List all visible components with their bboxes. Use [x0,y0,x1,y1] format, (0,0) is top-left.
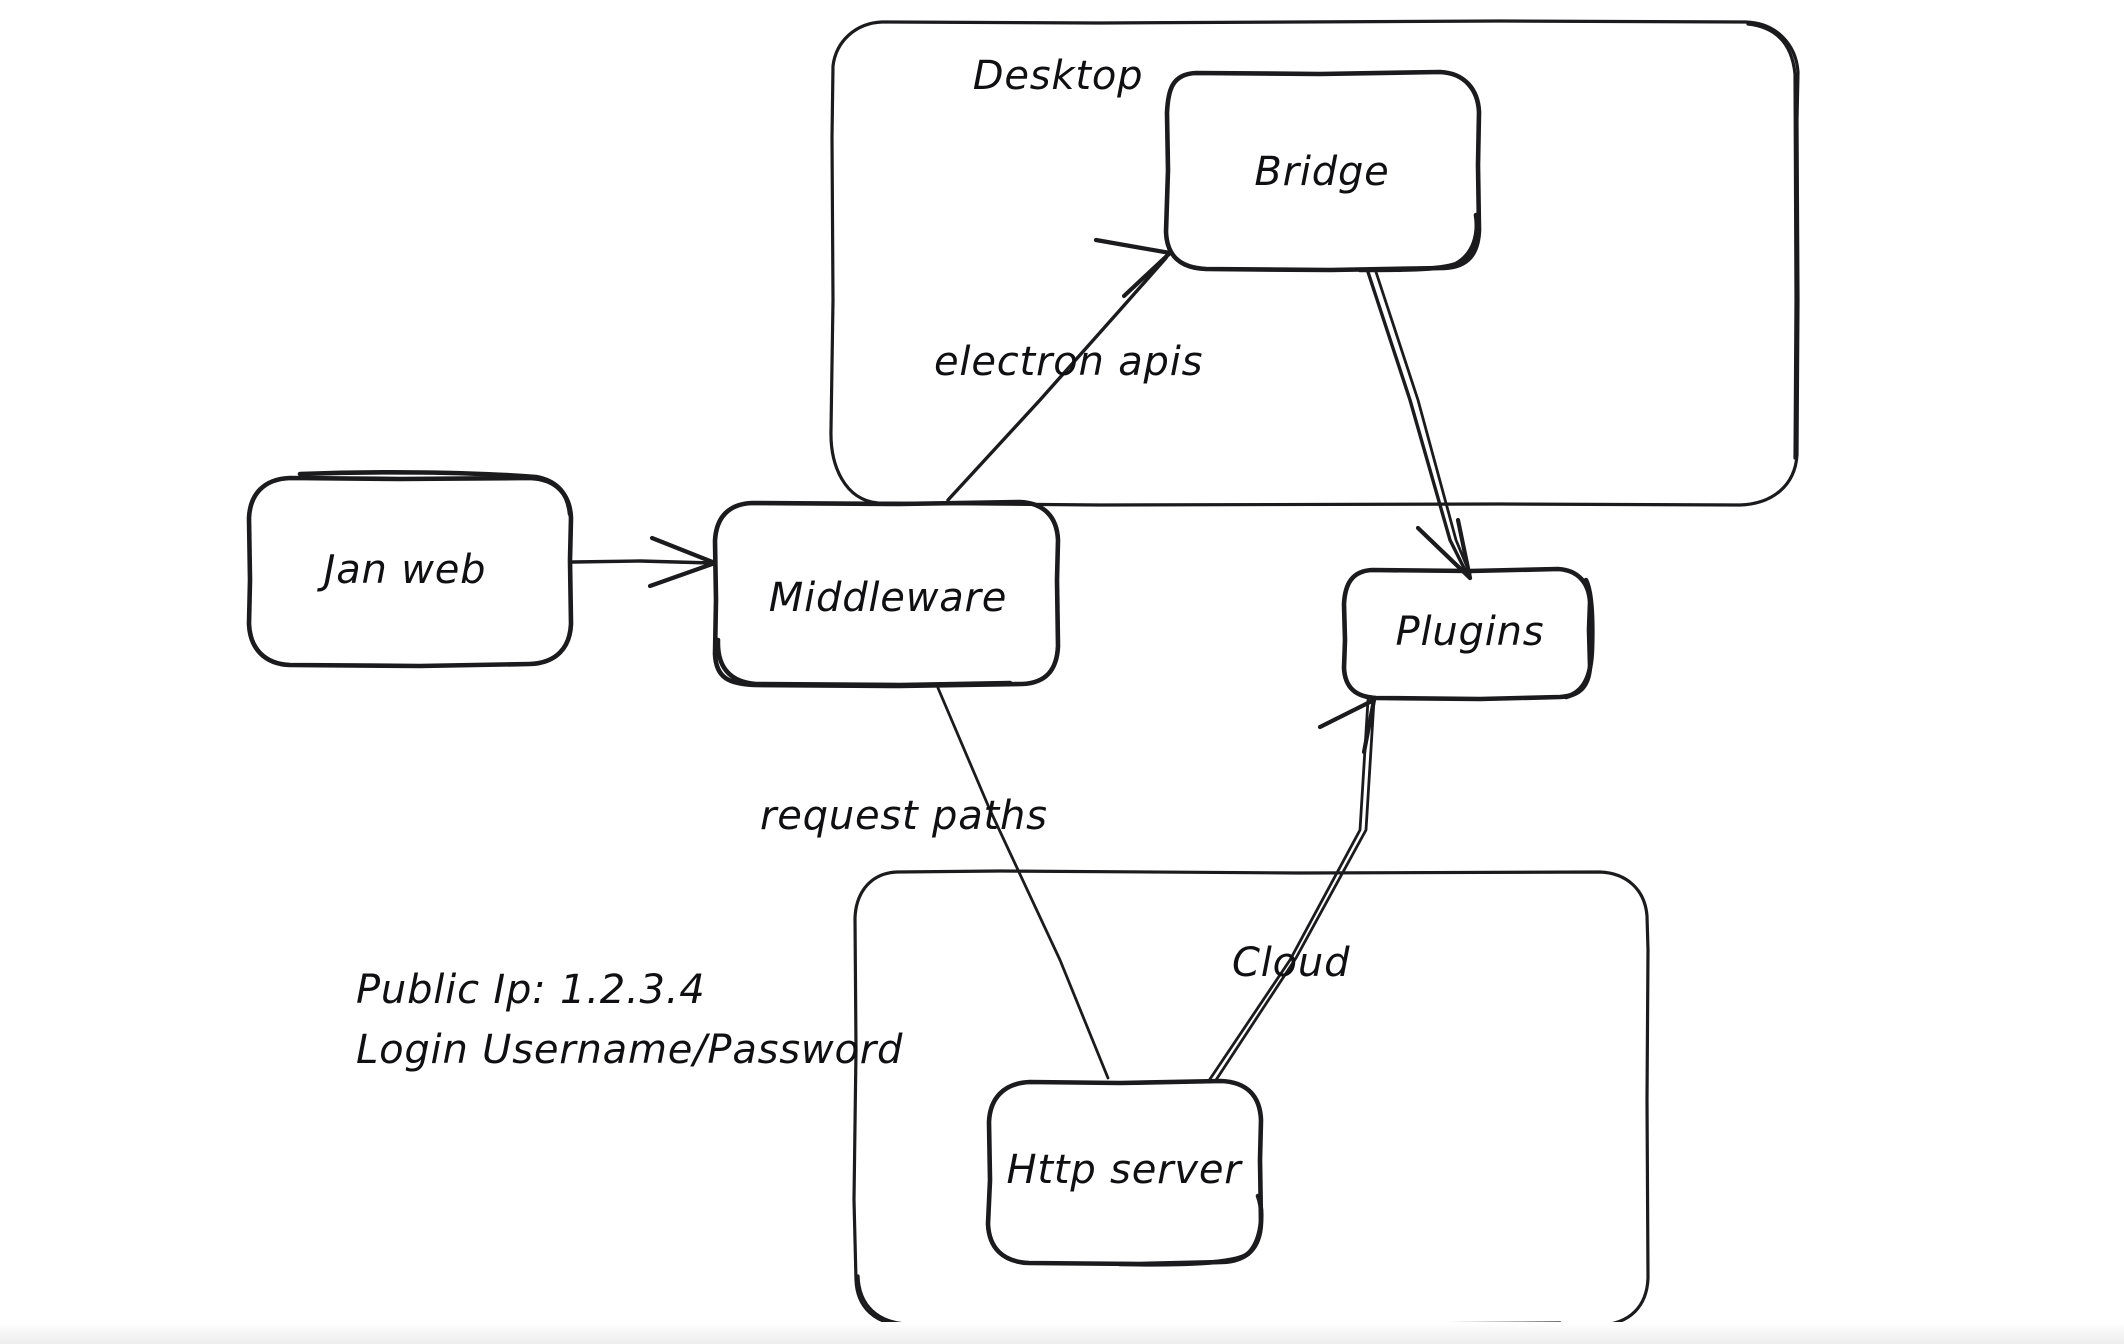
edge-3-line-double [1374,270,1472,576]
edge-label-electron-apis: electron apis [934,339,1203,385]
cloud-container-overstroke [856,1274,1562,1327]
edge-3-line [1366,270,1470,578]
note-login: Login Username/Password [356,1027,903,1073]
node-plugins[interactable]: Plugins [1341,566,1595,702]
middleware-box-outline [712,499,1061,689]
notes-block: Public Ip: 1.2.3.4 Login Username/Passwo… [356,967,903,1073]
edge-5-arrowhead-left [1317,697,1377,730]
edge-middleware-to-http-server[interactable]: request paths [760,686,1110,1080]
node-middleware[interactable]: Middleware [712,499,1061,689]
plugins-box-outline [1341,566,1593,702]
desktop-container-overstroke [1746,22,1798,460]
http-server-box-overstroke [1117,1193,1264,1267]
edge-3-arrowhead-right [1455,517,1473,581]
edge-1-arrowhead-top [649,535,718,566]
edge-label-request-paths: request paths [760,793,1048,839]
node-bridge[interactable]: Bridge [1163,69,1482,273]
desktop-container-outline [829,19,1800,507]
edge-bridge-to-plugins[interactable] [1366,270,1473,581]
node-label-bridge: Bridge [1254,149,1389,195]
edge-3-arrowhead-left [1415,525,1473,581]
bottom-edge-strip [0,1322,2124,1344]
edge-http-server-to-plugins[interactable]: Cloud [1206,697,1377,1084]
edge-middleware-to-bridge[interactable]: electron apis [934,237,1203,502]
edge-4-line [936,686,1110,1080]
edge-5-line-double [1214,698,1376,1082]
edge-1-arrowhead-bottom [647,560,718,589]
node-label-jan-web: Jan web [317,547,487,593]
edge-label-cloud: Cloud [1232,940,1350,986]
node-label-middleware: Middleware [769,575,1007,621]
node-label-plugins: Plugins [1396,609,1545,655]
edge-5-arrowhead-right [1361,697,1377,755]
edge-2-arrowhead-upper [1093,237,1173,256]
plugins-box-overstroke [1563,577,1595,700]
edge-2-line [946,256,1168,502]
edge-1-line [571,559,714,565]
note-public-ip: Public Ip: 1.2.3.4 [356,967,706,1013]
group-label-desktop: Desktop [973,53,1144,99]
edge-5-line [1206,698,1370,1084]
middleware-box-overstroke [715,637,1013,688]
jan-web-box-overstroke [297,470,573,517]
bridge-box-overstroke [1357,212,1480,273]
node-jan-web[interactable]: Jan web [246,470,574,669]
group-desktop[interactable]: Desktop [829,19,1800,507]
node-label-http-server: Http server [1007,1147,1244,1193]
edge-2-arrowhead-lower [1121,250,1173,299]
node-http-server[interactable]: Http server [985,1078,1264,1267]
edge-jan-web-to-middleware[interactable] [571,535,718,589]
